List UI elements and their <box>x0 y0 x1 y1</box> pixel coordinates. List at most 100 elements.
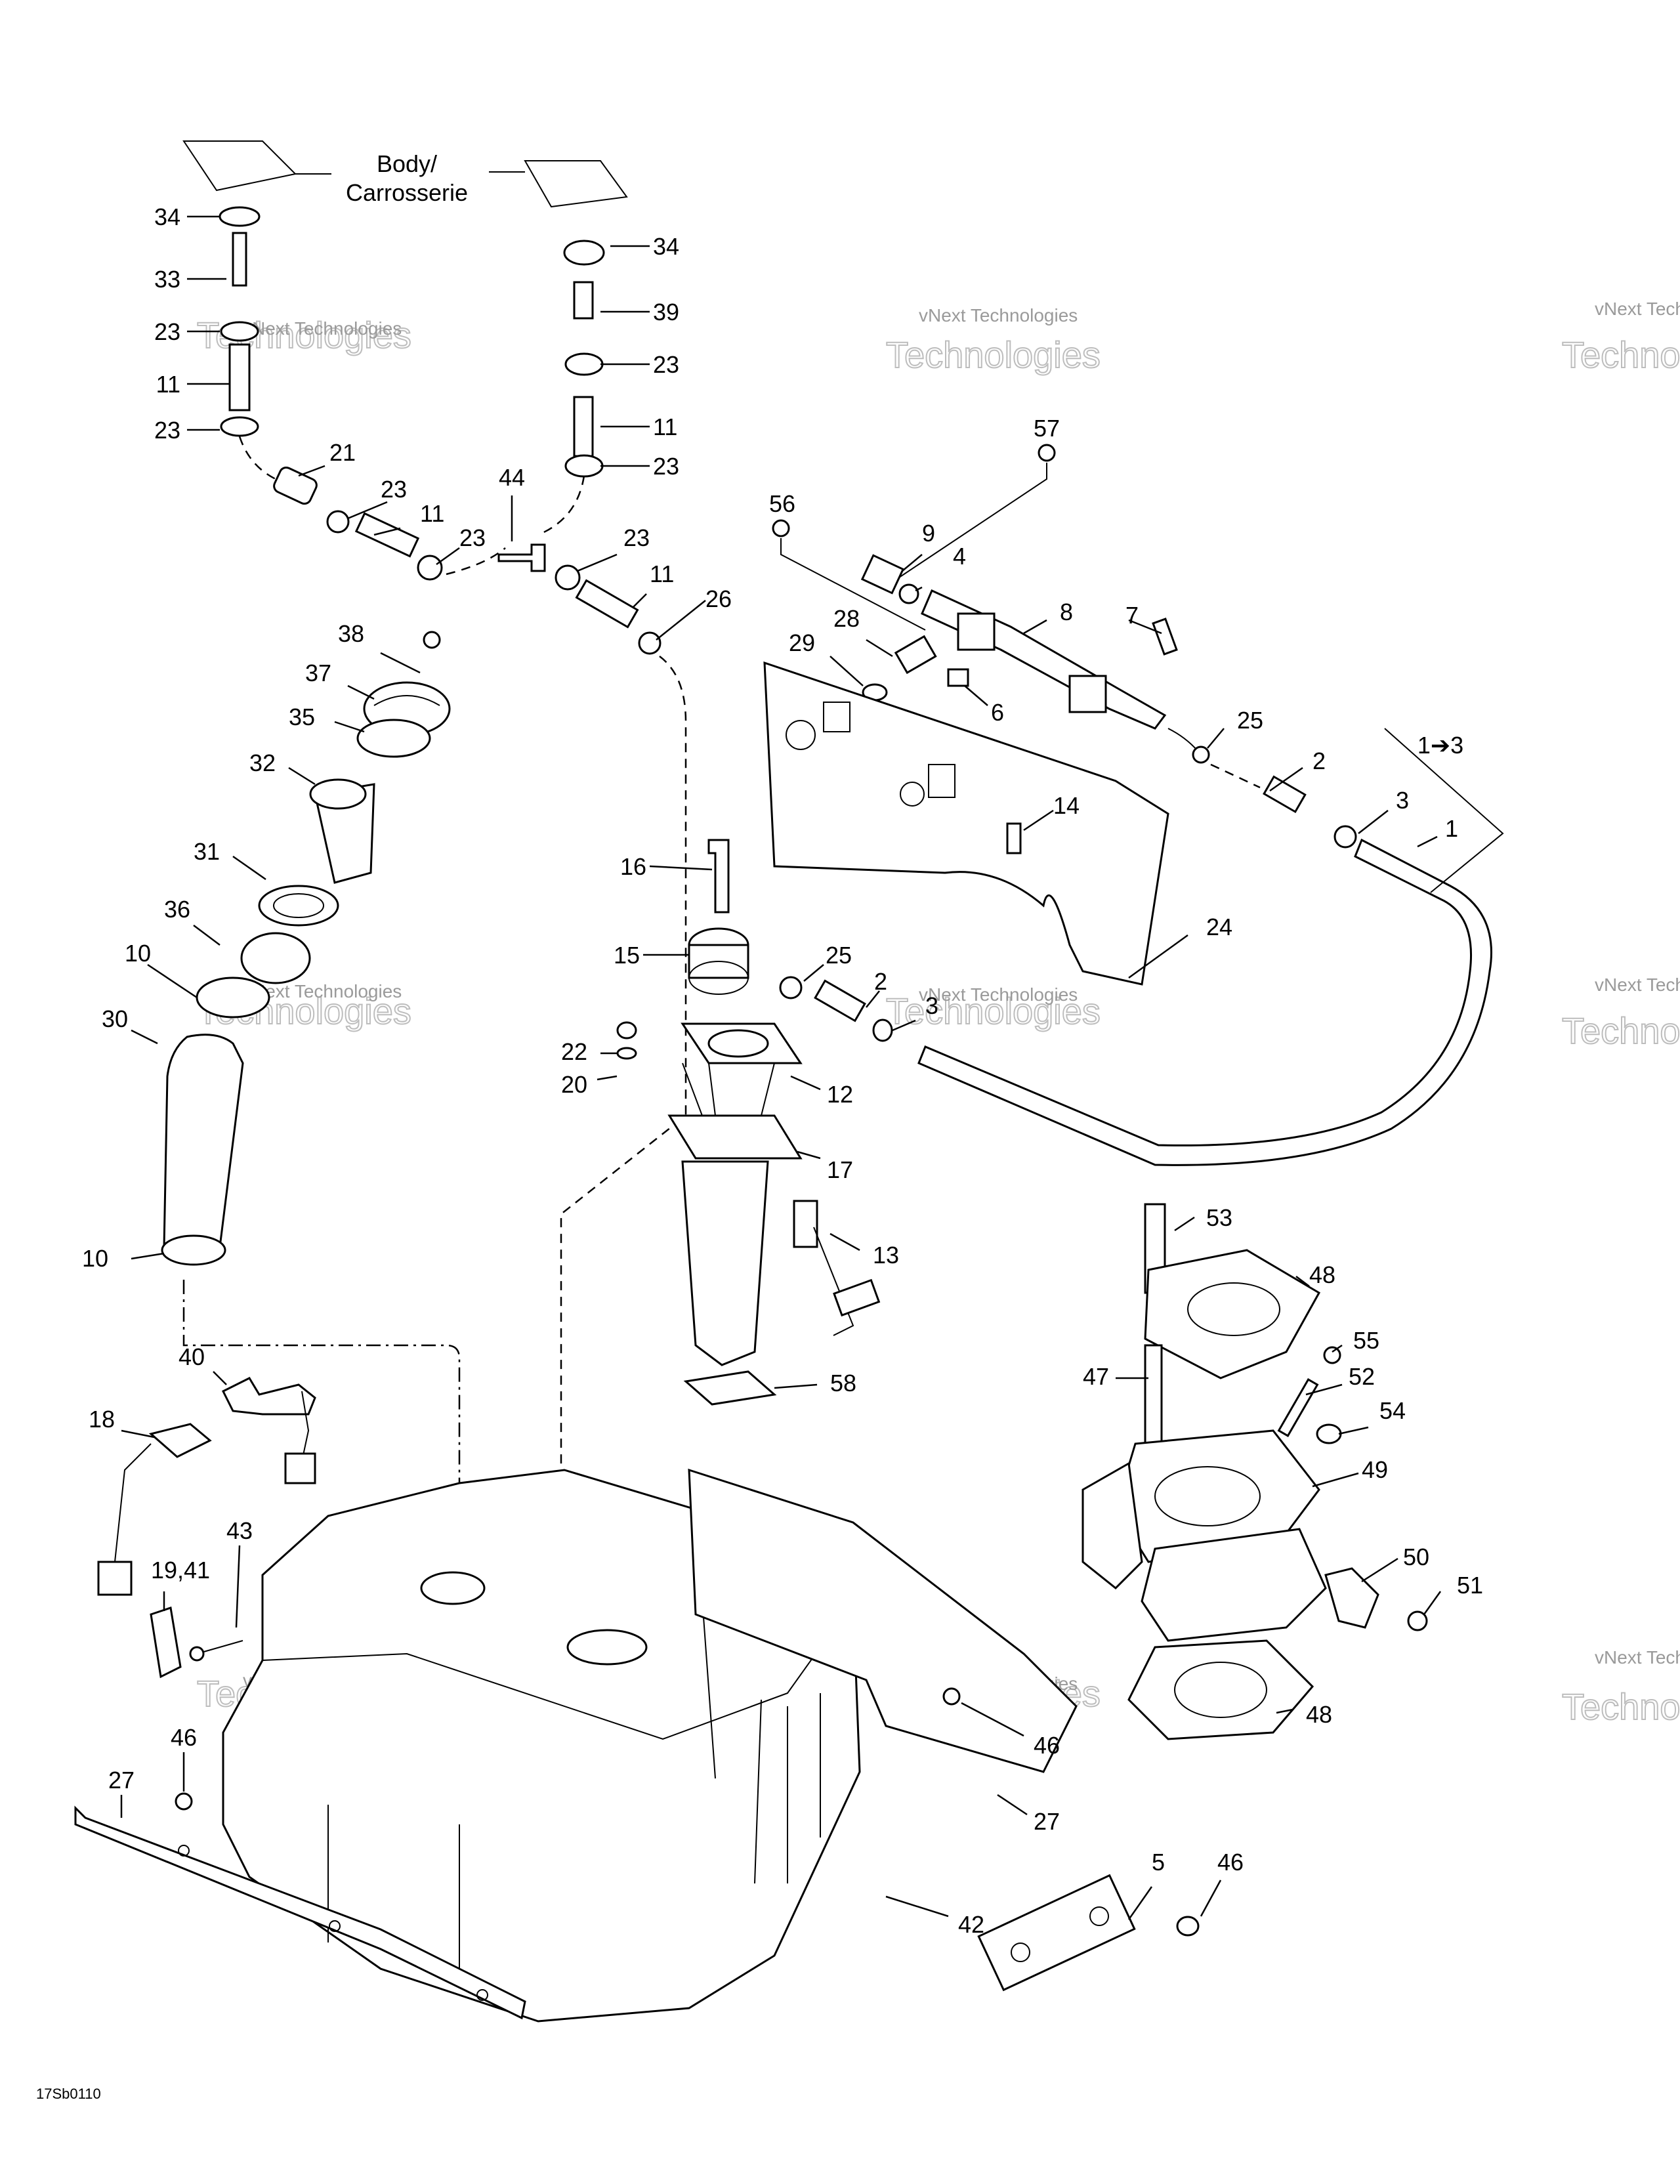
callout-30: 30 <box>102 1005 128 1032</box>
flow-path <box>446 547 506 576</box>
callout-25: 25 <box>826 942 852 969</box>
strap-bracket <box>150 1606 182 1679</box>
tank-shelf <box>688 1468 1078 1773</box>
clamp <box>564 454 604 478</box>
callout-labels: 34 33 23 11 23 21 23 11 23 34 39 23 11 2… <box>82 203 1483 1938</box>
callout-10: 10 <box>82 1245 108 1272</box>
clamp <box>555 564 581 591</box>
callout-57: 57 <box>1034 415 1060 442</box>
callout-3: 3 <box>1396 787 1409 814</box>
rail-bracket <box>1068 675 1107 713</box>
fuel-hose <box>917 838 1492 1166</box>
callout-23: 23 <box>623 524 650 551</box>
clamp <box>220 416 259 437</box>
strap-buckle <box>148 1423 212 1458</box>
callout-19-41: 19,41 <box>151 1557 210 1584</box>
callout-51: 51 <box>1457 1572 1483 1599</box>
clamp <box>638 631 662 655</box>
callout-4: 4 <box>953 543 966 570</box>
connector <box>860 554 905 595</box>
connector <box>1263 775 1307 814</box>
callout-15: 15 <box>614 942 640 969</box>
callout-23: 23 <box>653 453 679 480</box>
filler-neck-rim <box>309 778 367 810</box>
lubricant-symbol <box>1323 1346 1341 1364</box>
mounting-hole <box>476 1989 488 2001</box>
callout-23: 23 <box>459 524 486 551</box>
callout-58: 58 <box>830 1370 856 1396</box>
clamp <box>196 976 270 1018</box>
callout-5: 5 <box>1152 1849 1165 1876</box>
gasket-opening <box>1174 1662 1267 1718</box>
callout-26: 26 <box>705 585 732 612</box>
callout-23: 23 <box>381 476 407 503</box>
heat-shield <box>763 661 1169 986</box>
strap-buckle <box>221 1377 316 1416</box>
seal-ring <box>258 885 339 927</box>
callout-25: 25 <box>1237 707 1263 734</box>
callout-27: 27 <box>1034 1808 1060 1835</box>
mounting-hole <box>329 1920 341 1932</box>
group-bracket <box>1384 728 1504 893</box>
callout-20: 20 <box>561 1071 587 1098</box>
callout-33: 33 <box>154 266 180 293</box>
vent-valve <box>232 232 247 287</box>
watermark: vNext Technologies <box>1595 299 1680 319</box>
pump-frame <box>682 1062 775 1116</box>
leader-line <box>898 463 1047 578</box>
rivet <box>189 1646 205 1662</box>
grommet <box>563 240 605 266</box>
watermark-big: Technologies <box>1562 1686 1680 1727</box>
filler-assembly <box>161 631 461 1582</box>
bolt <box>942 1687 961 1706</box>
callout-23: 23 <box>154 417 180 444</box>
throttle-housing <box>1141 1528 1327 1642</box>
callout-11: 11 <box>156 371 180 398</box>
bracket <box>707 839 730 914</box>
float <box>833 1278 881 1317</box>
fuel-pump <box>616 839 893 1406</box>
callout-27: 27 <box>108 1767 135 1794</box>
heat-shield-panel <box>763 661 1169 986</box>
screw <box>1407 1610 1428 1631</box>
leader-lines <box>120 215 1442 1920</box>
hose <box>228 343 251 411</box>
body-label-line2: Carrosserie <box>346 179 468 206</box>
clamp <box>779 976 803 999</box>
callout-32: 32 <box>249 749 276 776</box>
callout-35: 35 <box>289 704 315 730</box>
flow-path <box>560 656 687 1575</box>
pump-seal <box>683 1370 777 1406</box>
cap-tether <box>423 631 441 649</box>
nut <box>616 1021 637 1040</box>
callout-16: 16 <box>620 853 646 880</box>
tps-sensor <box>1324 1567 1379 1629</box>
callout-31: 31 <box>194 838 220 865</box>
callout-39: 39 <box>653 299 679 326</box>
tank-edge <box>262 1601 854 1740</box>
hose <box>354 512 420 558</box>
clamp <box>220 321 259 342</box>
callout-42: 42 <box>958 1911 984 1938</box>
o-ring <box>898 583 919 604</box>
flow-path <box>182 1280 461 1582</box>
fuel-injector <box>894 635 937 675</box>
pump-ring <box>667 1114 803 1160</box>
callout-22: 22 <box>561 1038 587 1065</box>
skid-plates <box>74 1687 1200 2020</box>
watermark: vNext Technologies <box>919 984 1078 1005</box>
diagram-code: 17Sb0110 <box>36 2086 101 2102</box>
callout-9: 9 <box>922 520 935 547</box>
watermark: vNext Technologies <box>1595 1647 1680 1668</box>
throttle-bore <box>1154 1466 1261 1526</box>
flow-path <box>537 475 585 536</box>
throttle-body <box>1082 1203 1428 1740</box>
watermark-big: Technologies <box>886 334 1101 375</box>
tank-pump-opening <box>566 1629 648 1666</box>
watermark: vNext Technologies <box>919 305 1078 326</box>
callout-2: 2 <box>1312 747 1326 774</box>
plate <box>977 1874 1136 1992</box>
callout-21: 21 <box>329 439 356 466</box>
connector <box>814 979 866 1022</box>
